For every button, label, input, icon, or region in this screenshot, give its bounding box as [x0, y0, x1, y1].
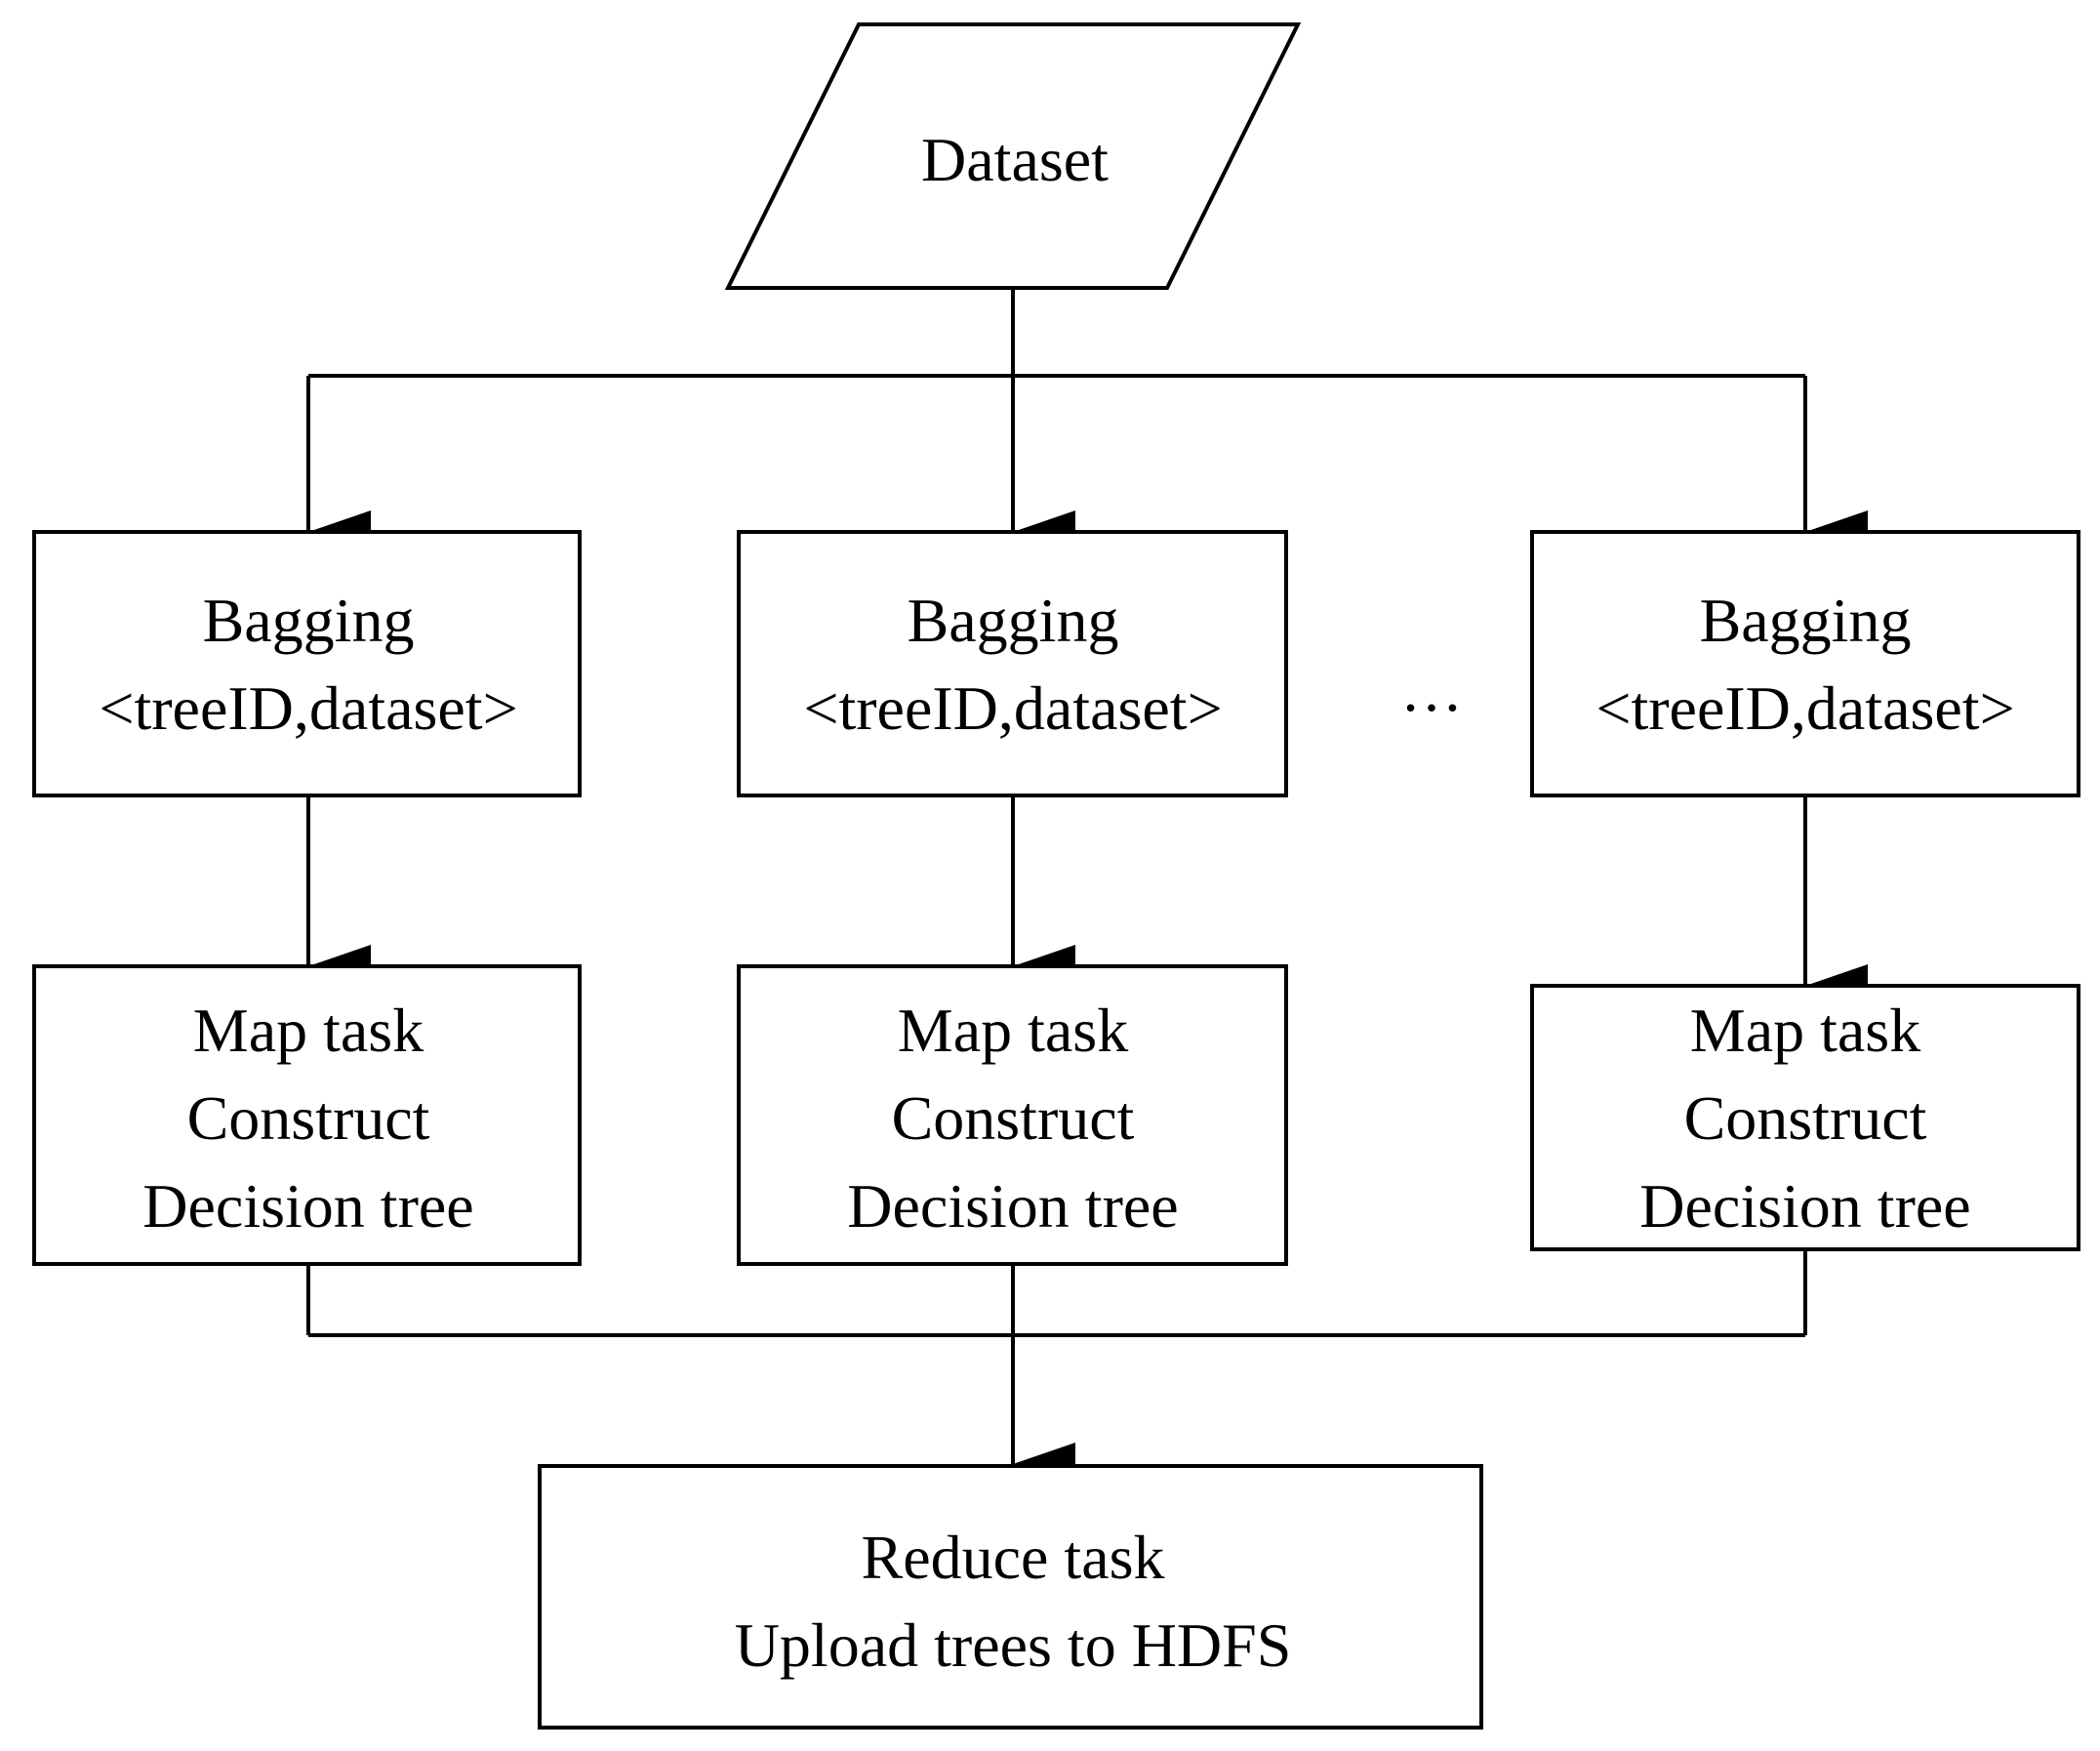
- dataset-node: [724, 22, 1302, 290]
- reduce-line1: Reduce task: [862, 1523, 1165, 1592]
- map-2-line1: Map task: [898, 996, 1128, 1065]
- bagging-node-3: [1530, 530, 2080, 797]
- map-1-line2: Construct: [187, 1083, 430, 1153]
- bagging-3-subtitle: <treeID,dataset>: [1595, 673, 2014, 743]
- map-node-3: [1530, 984, 2080, 1251]
- map-3-line3: Decision tree: [1639, 1171, 1970, 1241]
- bagging-1-subtitle: <treeID,dataset>: [99, 673, 517, 743]
- map-1-line3: Decision tree: [142, 1171, 473, 1241]
- reduce-line2: Upload trees to HDFS: [735, 1610, 1292, 1680]
- map-3-line1: Map task: [1690, 996, 1920, 1065]
- dataset-label: Dataset: [921, 125, 1109, 194]
- map-2-line2: Construct: [892, 1083, 1135, 1153]
- map-node-1: [32, 964, 582, 1266]
- bagging-node-1: [32, 530, 582, 797]
- map-2-line3: Decision tree: [847, 1171, 1178, 1241]
- map-1-line1: Map task: [193, 996, 424, 1065]
- bagging-3-title: Bagging: [1700, 586, 1912, 655]
- map-3-line2: Construct: [1684, 1083, 1927, 1153]
- bagging-2-title: Bagging: [908, 586, 1119, 655]
- reduce-node: [538, 1464, 1483, 1730]
- bagging-1-title: Bagging: [203, 586, 415, 655]
- bagging-2-subtitle: <treeID,dataset>: [803, 673, 1222, 743]
- map-node-2: [737, 964, 1288, 1266]
- ellipsis: …: [1400, 655, 1463, 724]
- bagging-node-2: [737, 530, 1288, 797]
